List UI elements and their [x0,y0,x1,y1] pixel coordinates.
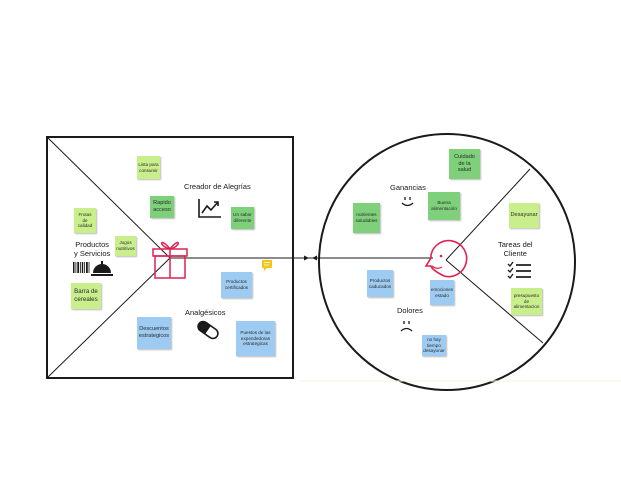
customer-jobs-label: Tareas del Cliente [498,240,533,258]
arrow-left-head [312,255,317,261]
note-barra-de-cereales[interactable]: Barra de cereales [71,283,101,309]
note-text: Puestos de las expendedoras estrategicas [240,329,271,347]
barcode-icon [73,262,90,273]
note-nutrientes-saludables[interactable]: nutrientes saludables [353,203,380,233]
note-text: Buena alimentación [431,200,457,211]
note-text: emociones estado [430,286,454,298]
note-text: Productos certificados [224,279,249,290]
note-frutas-de-calidad[interactable]: Frutas de calidad [74,208,96,233]
rising-chart-icon [198,199,221,218]
note-puestos-expendedoras[interactable]: Puestos de las expendedoras estrategicas [236,321,275,356]
value-map-diagonal-top [46,136,171,259]
note-emociones-estado[interactable]: emociones estado [430,280,454,305]
note-text: presupuesto de alimentacion [513,292,540,310]
note-presupuesto-alimentacion[interactable]: presupuesto de alimentacion [511,288,542,315]
note-no-hay-tiempo[interactable]: no hay tiempo desayunar [422,335,446,356]
checklist-icon [507,261,531,279]
note-text: Rapido acceso [153,200,171,213]
smile-icon [401,197,414,207]
note-un-sabor-diferente[interactable]: Un sabor diferente [231,207,254,229]
note-jugos-nutritivos[interactable]: Jugos nutritivos [115,236,136,256]
comment-icon[interactable] [262,260,272,271]
note-text: Un sabor diferente [233,212,252,223]
note-descuentos-estrategicos[interactable]: Descuentos estrategicos [137,317,171,349]
note-lista-para-consumir[interactable]: Lista para consumir [137,156,160,179]
note-text: Cuidado de la salud [454,153,475,174]
profile-line-bottom [445,259,544,344]
arrow-right-head [304,255,309,261]
pill-icon [197,320,219,340]
note-text: Barra de cereales [74,288,98,303]
value-map-diagonal-bottom [46,257,171,379]
note-text: Jugos nutritivos [116,240,135,251]
frown-icon [400,321,413,332]
pains-label: Dolores [397,306,423,315]
note-buena-alimentacion[interactable]: Buena alimentación [428,192,460,220]
gains-label: Ganancias [390,183,426,192]
gain-creators-label: Creador de Alegrías [184,182,251,191]
note-productos-caducados[interactable]: Productos caducados [367,270,393,297]
face-icon [424,239,468,278]
pain-relievers-label: Analgésicos [185,308,226,317]
note-rapido-acceso[interactable]: Rapido acceso [150,196,174,218]
customer-profile-circle [318,133,576,391]
note-text: Productos caducados [368,277,392,289]
gift-icon [152,241,188,279]
note-text: Frutas de calidad [77,211,93,229]
note-text: Descuentos estrategicos [138,326,170,339]
service-bell-icon [91,261,113,276]
products-services-label: Productos y Servicios [74,240,111,258]
note-text: nutrientes saludables [355,212,378,223]
note-text: Lista para consumir [138,161,159,173]
note-cuidado-de-la-salud[interactable]: Cuidado de la salud [449,149,480,179]
note-desayunar[interactable]: Desayunar [509,203,539,228]
note-text: Desayunar [510,212,538,218]
note-text: no hay tiempo desayunar [423,336,445,354]
note-productos-certificados[interactable]: Productos certificados [221,272,252,298]
